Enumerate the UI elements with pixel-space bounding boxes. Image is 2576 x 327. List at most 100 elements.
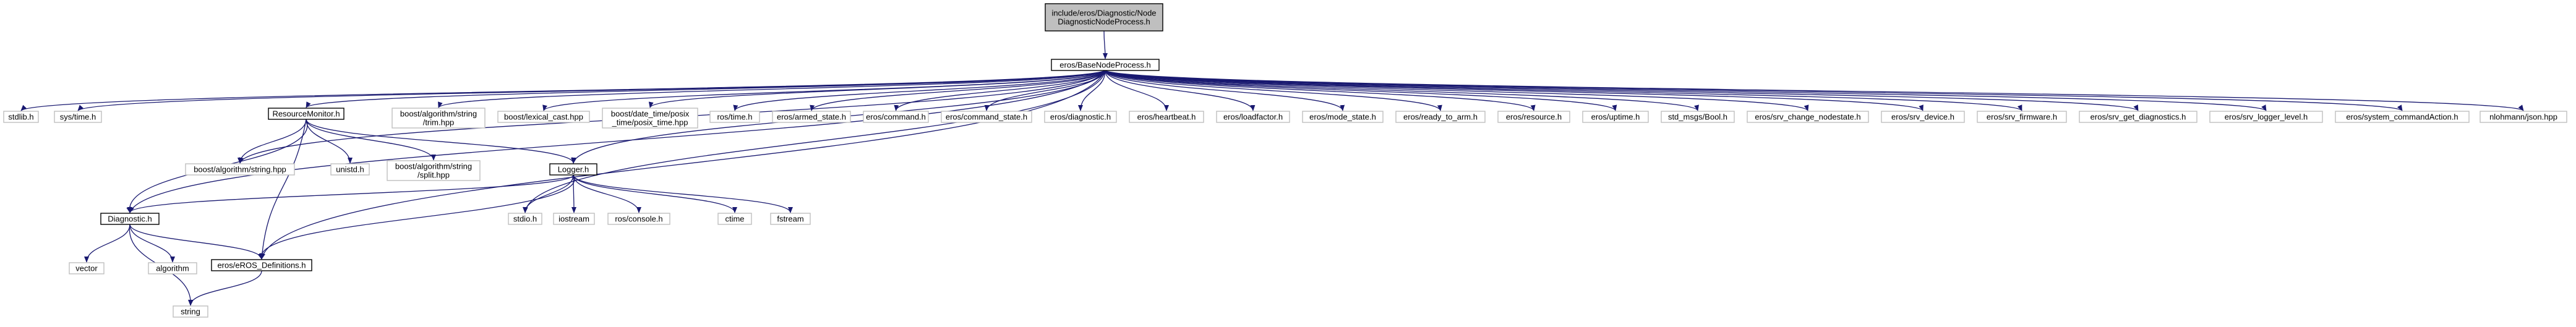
node-srvlog-box [2209,111,2323,123]
edge-base-to-uptime [1105,70,1617,111]
node-root-label-line1: include/eros/Diagnostic/Node [1051,9,1156,18]
node-iostream[interactable]: iostream [553,213,595,225]
edge-base-to-srvdev [1105,70,1923,111]
node-stdbool-label: std_msgs/Bool.h [1668,113,1727,122]
node-unistd[interactable]: unistd.h [330,163,370,176]
node-heartbeat[interactable]: eros/heartbeat.h [1129,111,1204,123]
node-unistd-label: unistd.h [336,165,364,174]
node-systime-box [54,111,102,123]
edge-base-to-rostime [733,70,1106,111]
node-rostime-label: ros/time.h [717,113,752,122]
node-algorithm-box [148,262,197,274]
edge-base-to-erosdiag [1078,70,1106,111]
node-unistd-box [330,163,370,176]
node-stdio-label: stdio.h [513,214,537,224]
node-modestate-label: eros/mode_state.h [1309,113,1376,122]
node-srvdev[interactable]: eros/srv_device.h [1881,111,1965,123]
node-logger[interactable]: Logger.h [549,163,597,176]
node-algorithm-label: algorithm [156,264,189,273]
node-string-label: string [181,307,200,316]
node-base[interactable]: eros/BaseNodeProcess.h [1051,59,1160,71]
node-resmon[interactable]: ResourceMonitor.h [268,108,344,120]
node-split-label-line1: boost/algorithm/string [395,162,472,171]
node-readyarm-box [1395,111,1486,123]
node-srvdev-label: eros/srv_device.h [1891,113,1954,122]
node-json[interactable]: nlohmann/json.hpp [2480,111,2567,123]
node-armed[interactable]: eros/armed_state.h [772,111,851,123]
edge-diagh-to-defs [129,224,264,260]
edge-base-to-heartbeat [1105,70,1169,111]
edge-base-to-posix [649,70,1106,108]
node-lexcast[interactable]: boost/lexical_cast.hpp [497,111,590,123]
node-vector-label: vector [75,264,98,273]
node-srvlog[interactable]: eros/srv_logger_level.h [2209,111,2323,123]
node-ctime-label: ctime [725,214,744,224]
node-stdbool-box [1661,111,1735,123]
node-trim-label-line2: /trim.hpp [423,118,455,127]
file-nodes: include/eros/Diagnostic/NodeDiagnosticNo… [3,3,2567,318]
edge-base-to-trim [438,70,1106,108]
node-split-label-line2: /split.hpp [417,171,450,180]
edge-base-to-syscmd [1105,70,2403,111]
node-cmdstate-box [941,111,1032,123]
node-syscmd-label: eros/system_commandAction.h [2346,113,2458,122]
node-algostr[interactable]: boost/algorithm/string.hpp [185,163,295,176]
node-chgnode[interactable]: eros/srv_change_nodestate.h [1747,111,1869,123]
node-heartbeat-box [1129,111,1204,123]
node-algorithm[interactable]: algorithm [148,262,197,274]
node-stdlib[interactable]: stdlib.h [3,111,39,123]
node-ctime[interactable]: ctime [717,213,752,225]
node-console[interactable]: ros/console.h [607,213,670,225]
node-string-box [173,305,208,318]
node-fstream-label: fstream [777,214,803,224]
node-string[interactable]: string [173,305,208,318]
node-rostime[interactable]: ros/time.h [709,111,760,123]
node-srvfw-label: eros/srv_firmware.h [1987,113,2057,122]
node-srvgetdiag[interactable]: eros/srv_get_diagnostics.h [2079,111,2197,123]
node-logger-box [549,163,597,176]
edge-base-to-srvfw [1105,70,2022,111]
edge-logger-to-fstream [573,174,793,213]
node-srvgetdiag-label: eros/srv_get_diagnostics.h [2090,113,2186,122]
node-iostream-label: iostream [558,214,589,224]
node-srvfw[interactable]: eros/srv_firmware.h [1977,111,2067,123]
node-trim[interactable]: boost/algorithm/string/trim.hpp [392,108,486,129]
node-vector[interactable]: vector [69,262,105,274]
node-cmdstate[interactable]: eros/command_state.h [941,111,1032,123]
edge-base-to-stdio [523,70,1106,213]
node-modestate[interactable]: eros/mode_state.h [1302,111,1384,123]
node-resource[interactable]: eros/resource.h [1497,111,1570,123]
node-uptime[interactable]: eros/uptime.h [1582,111,1649,123]
node-command[interactable]: eros/command.h [863,111,929,123]
node-stdbool[interactable]: std_msgs/Bool.h [1661,111,1735,123]
node-vector-box [69,262,105,274]
node-fstream[interactable]: fstream [770,213,811,225]
edge-logger-to-diagh [127,174,574,213]
node-syscmd[interactable]: eros/system_commandAction.h [2335,111,2470,123]
node-defs-box [211,259,312,271]
node-systime[interactable]: sys/time.h [54,111,102,123]
node-root-label-line2: DiagnosticNodeProcess.h [1058,17,1150,27]
node-armed-label: eros/armed_state.h [777,113,846,122]
node-readyarm-label: eros/ready_to_arm.h [1403,113,1478,122]
node-split[interactable]: boost/algorithm/string/split.hpp [387,160,481,181]
node-defs[interactable]: eros/eROS_Definitions.h [211,259,312,271]
node-posix[interactable]: boost/date_time/posix_time/posix_time.hp… [602,108,698,129]
edge-base-to-srvlog [1105,70,2267,111]
node-stdlib-label: stdlib.h [8,113,33,122]
node-syscmd-box [2335,111,2470,123]
node-heartbeat-label: eros/heartbeat.h [1137,113,1196,122]
node-diagh[interactable]: Diagnostic.h [100,213,160,225]
node-ctime-box [717,213,752,225]
node-root[interactable]: include/eros/Diagnostic/NodeDiagnosticNo… [1045,3,1163,32]
node-erosdiag[interactable]: eros/diagnostic.h [1044,111,1117,123]
node-chgnode-box [1747,111,1869,123]
node-srvdev-box [1881,111,1965,123]
node-readyarm[interactable]: eros/ready_to_arm.h [1395,111,1486,123]
edge-logger-to-console [573,174,641,213]
node-base-box [1051,59,1160,71]
node-fstream-box [770,213,811,225]
edge-resmon-to-split [306,119,436,161]
node-stdio[interactable]: stdio.h [508,213,542,225]
node-loadfactor[interactable]: eros/loadfactor.h [1216,111,1290,123]
